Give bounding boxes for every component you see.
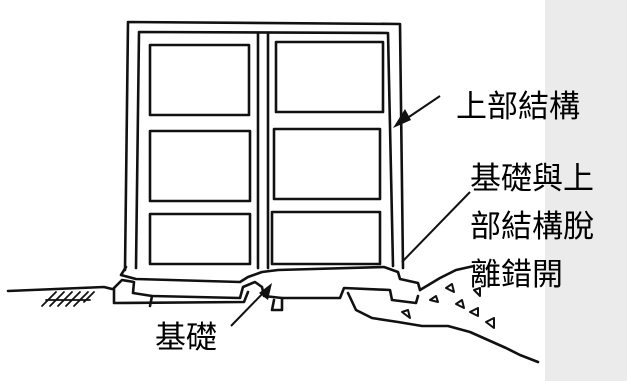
foundation-footings [112,265,422,312]
building-frame [123,20,405,272]
crack-slope [346,291,540,364]
structure-lines [256,31,270,270]
soil-hatching [41,291,95,307]
separation-leader [401,191,471,263]
figure-panel [0,0,545,381]
window-grid [148,40,385,266]
separation-label-line: 部結構脫 [470,209,594,245]
separation-label: 基礎與上 部結構脫 離錯開 [470,155,594,299]
separation-label-line: 離錯開 [470,257,563,293]
superstructure-arrowhead [393,109,411,128]
foundation-arrowhead [259,283,272,300]
foundation-label: 基礎 [155,320,217,356]
superstructure-label: 上部結構 [456,89,580,125]
ground-line [6,285,114,293]
separation-label-line: 基礎與上 [470,161,594,197]
debris-fragments [401,283,495,329]
